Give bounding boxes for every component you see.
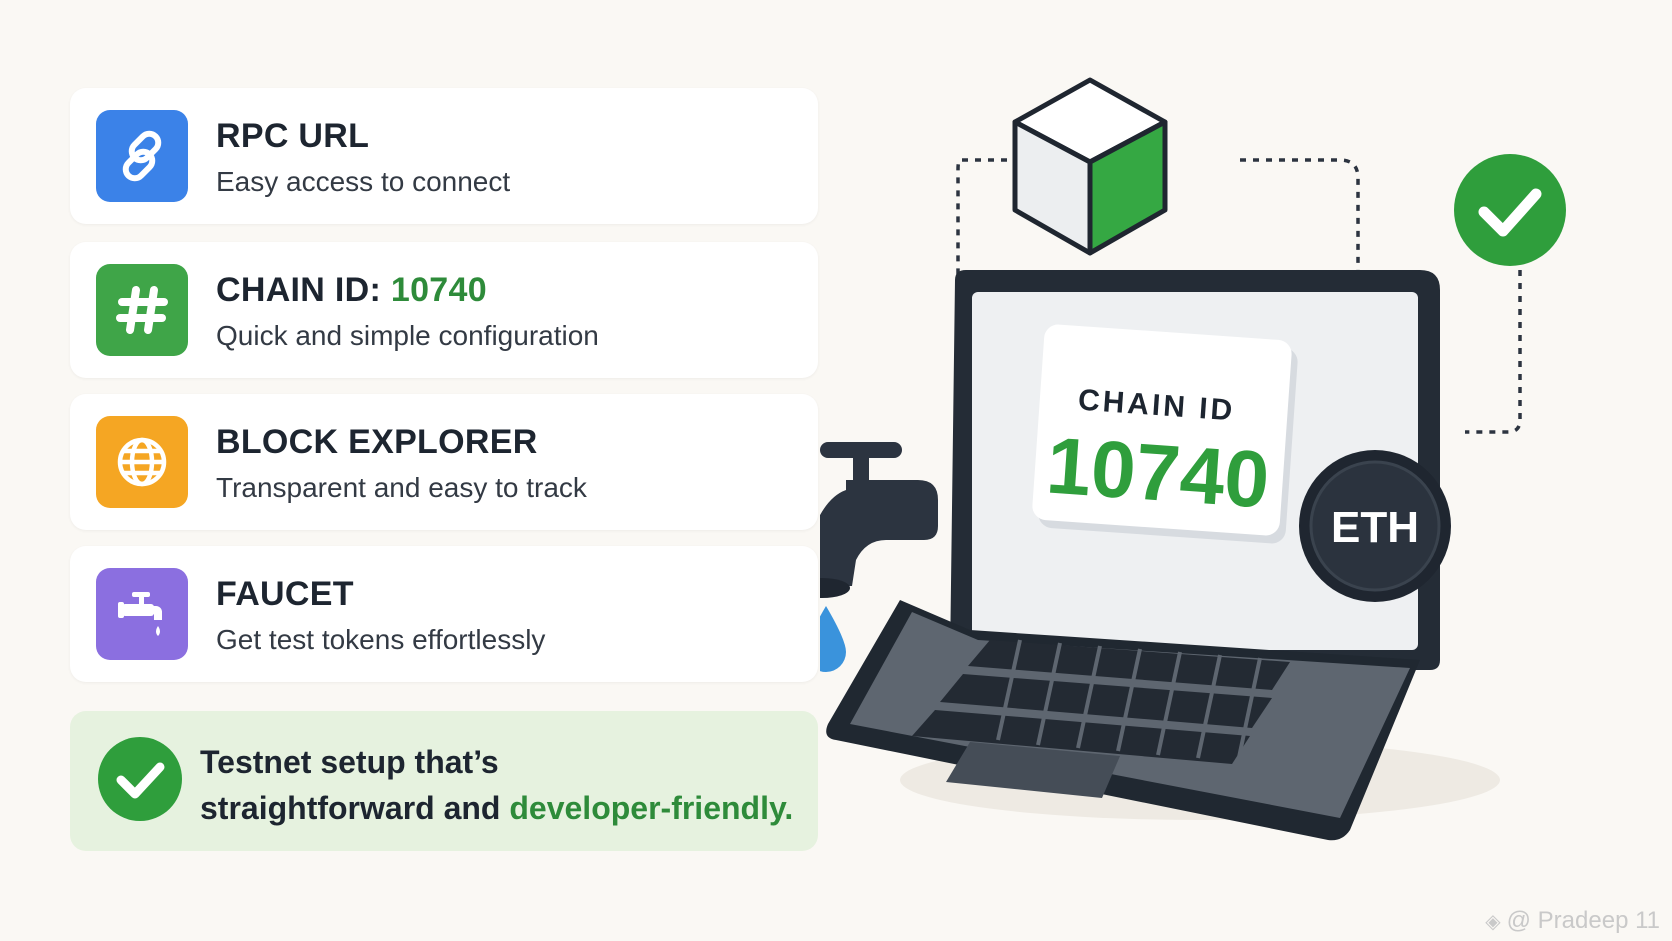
feature-card-rpc: RPC URL Easy access to connect bbox=[70, 88, 818, 224]
laptop-icon: CHAIN ID 10740 bbox=[826, 270, 1440, 841]
feature-card-block-explorer: BLOCK EXPLORER Transparent and easy to t… bbox=[70, 394, 818, 530]
feature-card-chain-id: CHAIN ID: 10740 Quick and simple configu… bbox=[70, 242, 818, 378]
screen-value: 10740 bbox=[1044, 420, 1272, 524]
faucet-icon bbox=[820, 442, 938, 598]
feature-subtitle: Quick and simple configuration bbox=[216, 320, 599, 351]
link-icon bbox=[96, 110, 188, 202]
feature-subtitle: Transparent and easy to track bbox=[216, 472, 587, 503]
chain-id-value: 10740 bbox=[390, 271, 487, 309]
check-circle-icon bbox=[1454, 154, 1566, 266]
feature-subtitle: Easy access to connect bbox=[216, 166, 511, 197]
watermark: ◈ @ Pradeep 11 bbox=[1485, 907, 1660, 935]
feature-title: FAUCET bbox=[216, 575, 354, 613]
water-drop-icon bbox=[820, 606, 846, 672]
check-circle-icon bbox=[96, 735, 184, 828]
hash-icon bbox=[96, 264, 188, 356]
feature-title: CHAIN ID: 10740 bbox=[216, 271, 487, 309]
feature-title: RPC URL bbox=[216, 117, 370, 155]
cube-icon bbox=[1012, 77, 1168, 256]
summary-line-1: Testnet setup that’s bbox=[200, 744, 499, 780]
faucet-icon bbox=[96, 568, 188, 660]
summary-banner: Testnet setup that’s straightforward and… bbox=[70, 711, 818, 851]
feature-title: BLOCK EXPLORER bbox=[216, 423, 538, 461]
globe-icon bbox=[96, 416, 188, 508]
coin-label: ETH bbox=[1331, 503, 1419, 552]
watermark-text: @ Pradeep 11 bbox=[1506, 907, 1660, 934]
feature-card-faucet: FAUCET Get test tokens effortlessly bbox=[70, 546, 818, 682]
laptop-illustration: CHAIN ID 10740 ETH bbox=[820, 77, 1566, 841]
summary-line-2: straightforward and developer-friendly. bbox=[200, 790, 794, 826]
summary-text: Testnet setup that’s straightforward and… bbox=[200, 739, 793, 831]
feature-subtitle: Get test tokens effortlessly bbox=[216, 624, 546, 655]
summary-accent: developer-friendly. bbox=[509, 790, 794, 826]
diamond-icon: ◈ bbox=[1485, 910, 1501, 933]
eth-coin-icon: ETH bbox=[1299, 450, 1451, 602]
